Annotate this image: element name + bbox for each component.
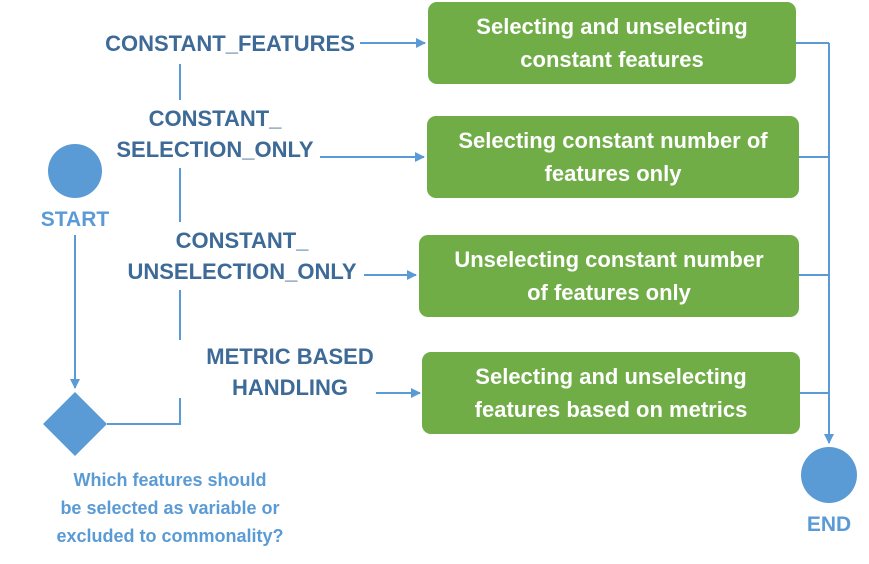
- end-label: END: [806, 513, 852, 536]
- condition-label-line: CONSTANT_FEATURES: [105, 31, 355, 56]
- decision-to-trunk-connector: [107, 398, 181, 425]
- condition-label-line: CONSTANT_: [148, 106, 282, 131]
- condition-label-metric-based-handling: METRIC BASED HANDLING: [185, 341, 395, 403]
- action-box-line: features only: [544, 161, 682, 186]
- condition-label-line: UNSELECTION_ONLY: [127, 259, 357, 284]
- action-box-line: constant features: [520, 47, 704, 72]
- decision-diamond: [43, 392, 107, 456]
- decision-question-line: be selected as variable or: [60, 498, 280, 518]
- action-box-line: features based on metrics: [474, 397, 748, 422]
- action-box-line: Selecting and unselecting: [476, 14, 748, 39]
- action-box-4: Selecting and unselecting features based…: [422, 352, 800, 434]
- decision-question: Which features should be selected as var…: [20, 466, 320, 550]
- condition-label-line: HANDLING: [231, 375, 349, 400]
- condition-label-constant-selection-only: CONSTANT_ SELECTION_ONLY: [100, 103, 330, 165]
- condition-label-line: SELECTION_ONLY: [116, 137, 314, 162]
- action-box-2: Selecting constant number of features on…: [427, 116, 799, 198]
- action-box-3: Unselecting constant number of features …: [419, 235, 799, 317]
- start-label: START: [40, 208, 110, 231]
- start-node: [48, 144, 102, 198]
- decision-question-line: excluded to commonality?: [56, 526, 284, 546]
- action-box-line: Selecting and unselecting: [475, 364, 747, 389]
- action-box-line: Selecting constant number of: [458, 128, 768, 153]
- end-node: [801, 447, 857, 503]
- condition-label-line: CONSTANT_: [175, 228, 309, 253]
- decision-question-line: Which features should: [73, 470, 267, 490]
- condition-label-constant-unselection-only: CONSTANT_ UNSELECTION_ONLY: [112, 225, 372, 287]
- action-box-line: Unselecting constant number: [454, 247, 764, 272]
- condition-label-constant-features: CONSTANT_FEATURES: [95, 28, 365, 59]
- action-box-line: of features only: [527, 280, 691, 305]
- condition-label-line: METRIC BASED: [206, 344, 374, 369]
- action-box-1: Selecting and unselecting constant featu…: [428, 2, 796, 84]
